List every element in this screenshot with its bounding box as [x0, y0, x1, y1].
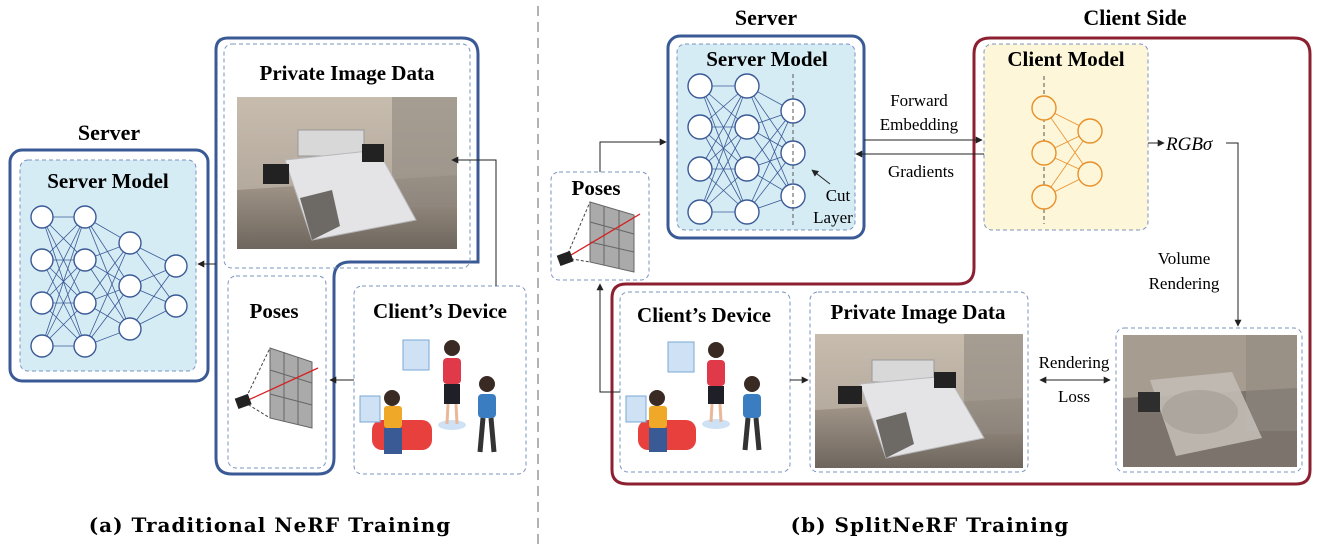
- nn-edge: [1043, 130, 1091, 198]
- forward-embedding-label-line1: Forward: [890, 91, 948, 110]
- private-image-label-b: Private Image Data: [831, 300, 1006, 324]
- bedroom-photo-b: [815, 334, 1023, 468]
- nn-node: [1031, 184, 1057, 210]
- nn-edge: [41, 216, 86, 347]
- nn-node: [734, 199, 760, 225]
- vr-users-illustration-a: [359, 339, 497, 454]
- nn-node: [30, 248, 54, 272]
- server-title-b: Server: [735, 5, 798, 30]
- nn-node: [73, 205, 97, 229]
- nn-node: [118, 231, 142, 255]
- server-model-label-b: Server Model: [706, 47, 828, 71]
- bedroom-photo-a: [237, 97, 457, 249]
- nn-node: [734, 114, 760, 140]
- client-side-title: Client Side: [1083, 5, 1187, 30]
- volume-rendering-label-line2: Rendering: [1149, 274, 1220, 293]
- camera-pose-icon: [556, 201, 641, 273]
- nn-node: [734, 156, 760, 182]
- nn-node: [73, 291, 97, 315]
- nn-node: [687, 114, 713, 140]
- client-model-box: [983, 43, 1149, 231]
- gradients-label: Gradients: [888, 162, 954, 181]
- nn-node: [734, 73, 760, 99]
- nn-node: [30, 205, 54, 229]
- nn-node: [687, 199, 713, 225]
- nn-node: [73, 248, 97, 272]
- server-title-a: Server: [78, 120, 141, 145]
- camera-pose-icon: [234, 347, 319, 429]
- arrow-device-to-images: [451, 156, 497, 286]
- nn-edge: [746, 110, 794, 213]
- nn-edge: [129, 265, 177, 330]
- client-device-box-a: [353, 285, 527, 475]
- private-image-box-a: [223, 43, 471, 269]
- cut-layer-label-line2: Layer: [813, 208, 853, 227]
- neural-network-icon: [687, 73, 806, 225]
- rendered-bedroom-photo: [1123, 335, 1297, 467]
- client-data-outline-a: [214, 36, 480, 476]
- nn-edge: [84, 242, 131, 347]
- arrow-poses-to-server: [599, 138, 667, 172]
- volume-rendering-label-line1: Volume: [1158, 249, 1211, 268]
- client-model-label: Client Model: [1007, 47, 1124, 71]
- panel-a: Server Server Model Private Image Data P…: [8, 36, 527, 537]
- client-device-label-a: Client’s Device: [373, 299, 507, 323]
- client-device-label-b: Client’s Device: [637, 303, 771, 327]
- client-neural-network-icon: [1031, 95, 1103, 210]
- nn-edge: [84, 285, 131, 347]
- nn-edge: [746, 85, 794, 197]
- server-model-box-b: [676, 43, 856, 231]
- panel-b: Server Client Side Server Model Cut Laye…: [550, 5, 1312, 537]
- server-box-b: [666, 34, 866, 240]
- arrow-device-to-poses-b: [596, 283, 620, 393]
- nn-node: [1031, 95, 1057, 121]
- nn-edge: [41, 259, 86, 347]
- client-device-box-b: [619, 291, 791, 473]
- nn-node: [1031, 140, 1057, 166]
- nn-node: [118, 317, 142, 341]
- poses-box-a: [227, 275, 327, 469]
- nn-edge: [746, 85, 794, 154]
- poses-label-b: Poses: [572, 176, 621, 200]
- nn-node: [164, 254, 188, 278]
- cut-layer-pointer: [811, 169, 831, 185]
- nn-node: [687, 156, 713, 182]
- rendering-loss-label-line1: Rendering: [1039, 353, 1110, 372]
- nn-node: [30, 291, 54, 315]
- private-image-label-a: Private Image Data: [260, 61, 435, 85]
- nn-edge: [699, 85, 748, 213]
- nn-edge: [699, 85, 748, 170]
- nn-edge: [84, 242, 131, 304]
- nn-node: [118, 274, 142, 298]
- poses-label-a: Poses: [250, 299, 299, 323]
- rendering-loss-label-line2: Loss: [1058, 387, 1090, 406]
- cut-layer-label-line1: Cut: [826, 186, 851, 205]
- poses-box-b: [550, 171, 650, 281]
- vr-users-illustration-b: [625, 341, 762, 452]
- forward-embedding-label-line2: Embedding: [880, 115, 959, 134]
- client-side-outline: [610, 36, 1312, 486]
- nn-node: [164, 294, 188, 318]
- nn-node: [1077, 118, 1103, 144]
- arrow-volume-rendering: [1226, 142, 1242, 327]
- nn-edge: [41, 216, 86, 304]
- nn-edge: [1043, 107, 1091, 175]
- nn-edge: [699, 126, 748, 213]
- server-model-label-a: Server Model: [47, 169, 169, 193]
- neural-network-icon: [30, 205, 188, 358]
- rendered-image-box: [1115, 327, 1303, 473]
- nn-node: [30, 334, 54, 358]
- caption-a: (a) Traditional NeRF Training: [89, 513, 452, 537]
- nn-node: [73, 334, 97, 358]
- server-box-a: [8, 148, 210, 383]
- nn-node: [1077, 161, 1103, 187]
- private-image-box-b: [809, 291, 1029, 473]
- nn-node: [687, 73, 713, 99]
- nn-edge: [129, 242, 177, 307]
- rgb-sigma-label: RGBσ: [1165, 134, 1213, 155]
- caption-b: (b) SplitNeRF Training: [791, 513, 1070, 537]
